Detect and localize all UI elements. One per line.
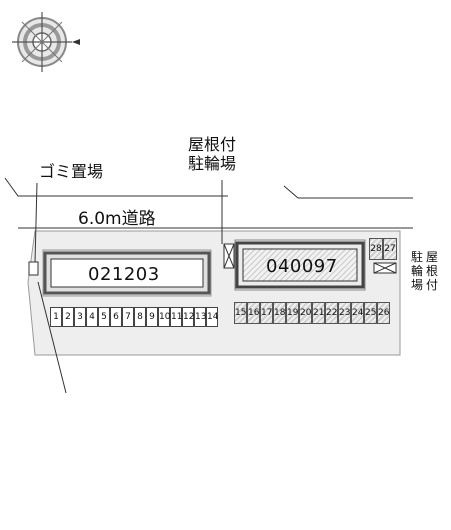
road-label: 6.0m道路 — [78, 209, 156, 229]
parking-space: 25 — [364, 302, 377, 324]
building-number-right: 040097 — [266, 256, 338, 277]
parking-space: 5 — [98, 307, 110, 327]
compass-icon — [12, 12, 80, 72]
parking-space: 10 — [158, 307, 170, 327]
parking-space: 3 — [74, 307, 86, 327]
parking-space: 8 — [134, 307, 146, 327]
parking-space: 1 — [50, 307, 62, 327]
side-bike-label-1: 駐 — [411, 250, 424, 264]
parking-space: 27 — [383, 238, 397, 260]
parking-space: 4 — [86, 307, 98, 327]
parking-space: 23 — [338, 302, 351, 324]
parking-space: 17 — [260, 302, 273, 324]
building-number-left: 021203 — [88, 264, 160, 285]
parking-space: 24 — [351, 302, 364, 324]
parking-space: 2 — [62, 307, 74, 327]
parking-space: 9 — [146, 307, 158, 327]
parking-space: 19 — [286, 302, 299, 324]
parking-space: 28 — [369, 238, 383, 260]
roofed-bike-parking-label-line1: 屋根付 — [188, 135, 237, 154]
roofed-bike-parking-label-line2: 駐輪場 — [188, 154, 237, 173]
side-roof-label-1: 屋 — [426, 250, 439, 264]
parking-space: 16 — [247, 302, 260, 324]
side-roof-label-3: 付 — [426, 278, 439, 292]
side-bike-label-2: 輪 — [411, 264, 424, 278]
parking-space: 6 — [110, 307, 122, 327]
side-roof-label-2: 根 — [426, 264, 439, 278]
parking-space: 12 — [182, 307, 194, 327]
parking-space: 7 — [122, 307, 134, 327]
parking-space: 18 — [273, 302, 286, 324]
parking-space: 20 — [299, 302, 312, 324]
parking-space: 11 — [170, 307, 182, 327]
parking-space: 26 — [377, 302, 390, 324]
parking-space: 21 — [312, 302, 325, 324]
parking-space: 22 — [325, 302, 338, 324]
side-bike-label-3: 場 — [411, 278, 424, 292]
parking-space: 15 — [234, 302, 247, 324]
parking-space: 14 — [206, 307, 218, 327]
parking-space: 13 — [194, 307, 206, 327]
garbage-area-label: ゴミ置場 — [39, 162, 104, 181]
